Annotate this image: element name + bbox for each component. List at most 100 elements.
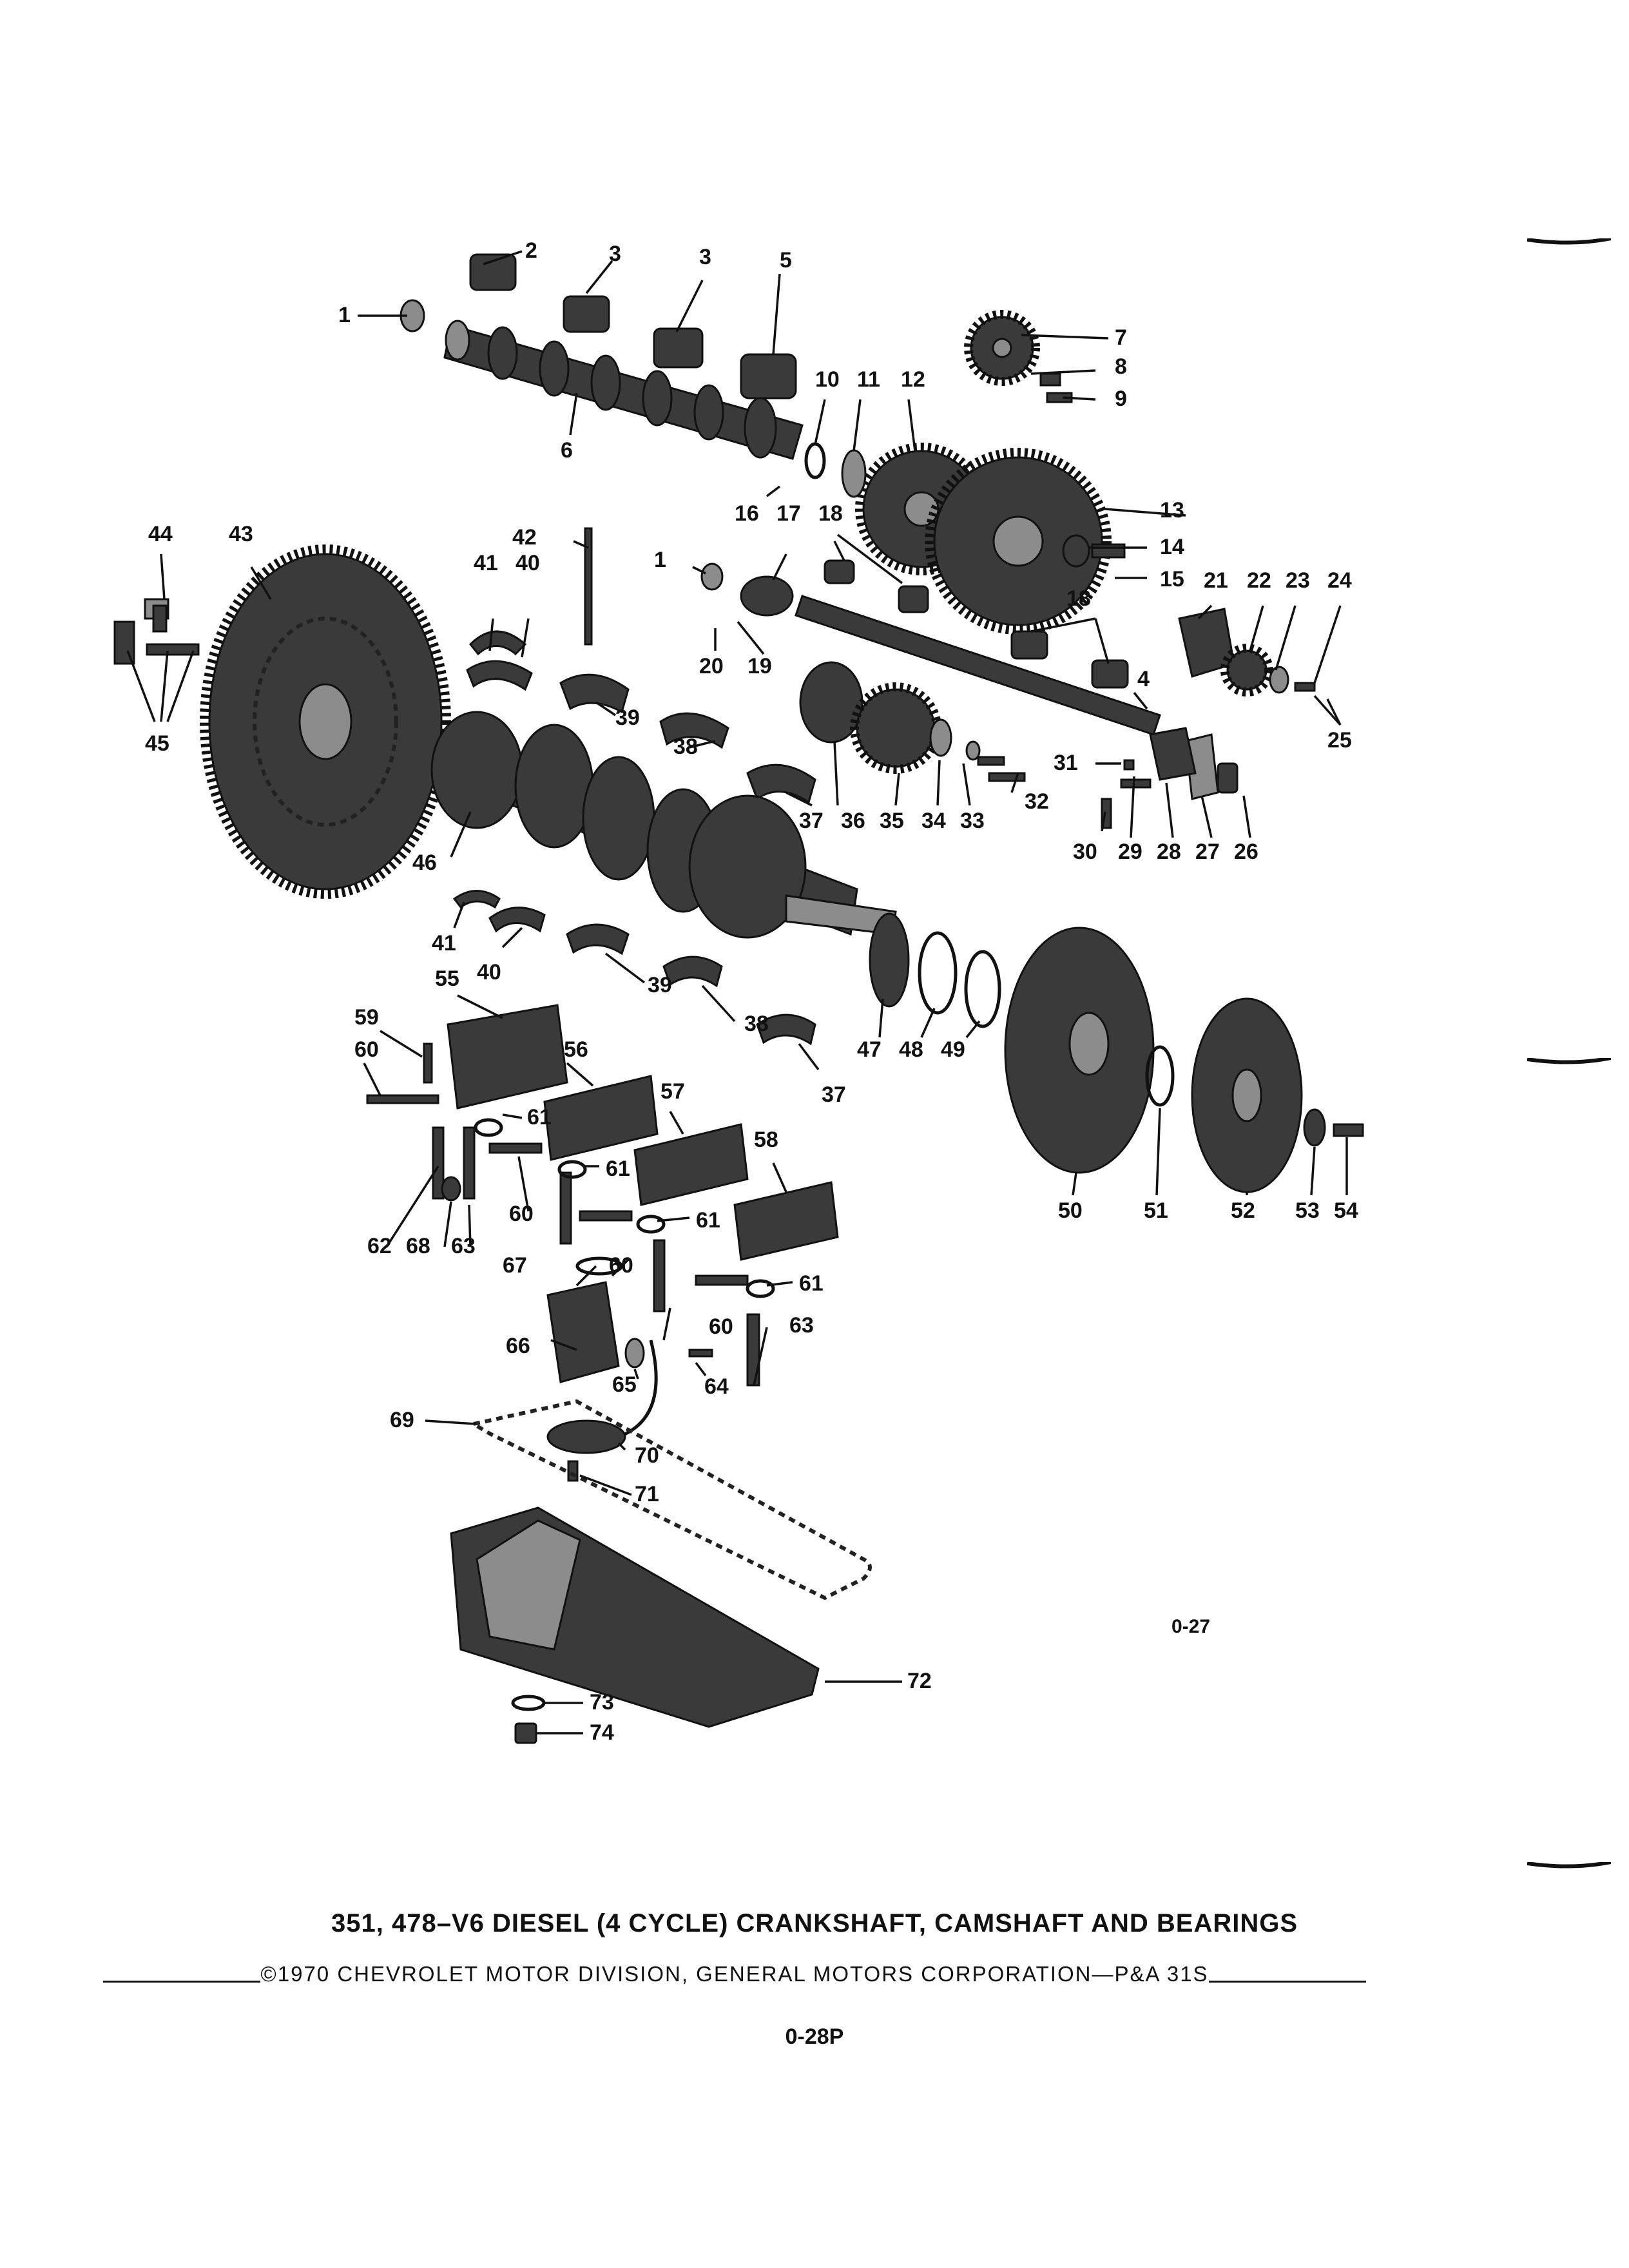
callout-41: 41	[474, 551, 498, 575]
callout-51: 51	[1144, 1198, 1168, 1223]
callout-67: 67	[503, 1253, 527, 1278]
copyright-text: ©1970 CHEVROLET MOTOR DIVISION, GENERAL …	[260, 1962, 1209, 1986]
callout-53: 53	[1295, 1198, 1320, 1223]
callout-3: 3	[699, 245, 711, 269]
callout-57: 57	[660, 1079, 685, 1104]
flywheel-bolts	[113, 598, 200, 665]
callout-61: 61	[799, 1271, 824, 1296]
callout-1: 1	[654, 548, 666, 572]
rule-right	[1208, 1980, 1366, 1983]
callout-22: 22	[1247, 568, 1271, 593]
callout-46: 46	[412, 850, 437, 875]
callout-17: 17	[776, 501, 801, 526]
callout-28: 28	[1157, 840, 1181, 864]
callout-59: 59	[354, 1005, 379, 1030]
callout-32: 32	[1025, 789, 1049, 814]
callout-29: 29	[1118, 840, 1142, 864]
callout-16: 16	[735, 501, 759, 526]
callout-69: 69	[390, 1408, 414, 1432]
callout-60: 60	[354, 1037, 379, 1062]
drain-plug	[511, 1695, 546, 1744]
callout-39: 39	[648, 973, 672, 997]
callout-64: 64	[704, 1374, 729, 1399]
callout-19: 19	[747, 654, 772, 678]
callout-62: 62	[367, 1234, 392, 1258]
callout-70: 70	[635, 1443, 659, 1468]
callout-60: 60	[509, 1202, 534, 1226]
callout-61: 61	[696, 1208, 720, 1233]
diagram-title: 351, 478–V6 DIESEL (4 CYCLE) CRANKSHAFT,…	[331, 1909, 1298, 1937]
callout-58: 58	[754, 1128, 778, 1152]
callout-71: 71	[635, 1482, 659, 1506]
callout-43: 43	[229, 522, 253, 546]
callout-31: 31	[1054, 751, 1078, 775]
callout-35: 35	[880, 809, 904, 833]
callout-66: 66	[506, 1334, 530, 1358]
callout-63: 63	[451, 1234, 476, 1258]
callout-49: 49	[941, 1037, 965, 1062]
callout-38: 38	[673, 735, 698, 759]
timing-gears	[804, 310, 1126, 635]
callout-74: 74	[590, 1720, 614, 1745]
callout-33: 33	[960, 809, 985, 833]
oil-pan	[450, 1506, 820, 1728]
camshaft	[443, 320, 804, 460]
edge-mark	[1527, 238, 1611, 245]
cap-bolts	[366, 1043, 775, 1387]
leader-lines	[126, 250, 1348, 1735]
callout-4: 4	[1137, 667, 1150, 691]
crank-pulley-group	[1004, 927, 1364, 1193]
callout-numbers: 1 2 3 3 5 6 7 8 9 10 11 12 13 14 15 16 1…	[145, 238, 1358, 1745]
callout-30: 30	[1073, 840, 1097, 864]
main-bearing-shells-lower	[452, 890, 816, 1046]
callout-68: 68	[406, 1234, 430, 1258]
callout-34: 34	[921, 809, 946, 833]
callout-54: 54	[1334, 1198, 1358, 1223]
camshaft-bearings	[400, 253, 797, 399]
callout-3: 3	[609, 242, 621, 266]
edge-mark	[1527, 1862, 1611, 1869]
rule-left	[103, 1980, 261, 1983]
callout-39: 39	[615, 706, 640, 730]
callout-60: 60	[609, 1253, 633, 1278]
figure-code: 0-27	[1171, 1616, 1211, 1637]
callout-12: 12	[901, 367, 925, 392]
callout-72: 72	[907, 1669, 932, 1693]
callout-48: 48	[899, 1037, 923, 1062]
callout-23: 23	[1286, 568, 1310, 593]
callout-42: 42	[512, 525, 537, 550]
callout-24: 24	[1327, 568, 1352, 593]
callout-6: 6	[561, 438, 573, 463]
callout-2: 2	[525, 238, 537, 263]
callout-5: 5	[780, 248, 792, 273]
callout-37: 37	[799, 809, 824, 833]
callout-13: 13	[1160, 498, 1184, 523]
callout-25: 25	[1327, 728, 1352, 753]
callout-63: 63	[789, 1313, 814, 1338]
callout-18: 18	[1066, 586, 1091, 611]
callout-14: 14	[1160, 535, 1184, 559]
callout-45: 45	[145, 731, 169, 756]
callout-20: 20	[699, 654, 724, 678]
edge-mark	[1527, 1058, 1611, 1064]
callout-38: 38	[744, 1012, 769, 1036]
crank-gear-and-seals	[869, 912, 1001, 1028]
callout-10: 10	[815, 367, 840, 392]
page-number: 0-28P	[785, 2024, 844, 2049]
main-bearing-caps	[447, 1004, 839, 1261]
callout-60: 60	[709, 1314, 733, 1339]
callout-61: 61	[606, 1157, 630, 1181]
oil-pump-drive	[1101, 608, 1316, 829]
oil-pickup	[546, 1340, 658, 1482]
callout-26: 26	[1234, 840, 1258, 864]
callout-21: 21	[1204, 568, 1228, 593]
callout-65: 65	[612, 1372, 637, 1397]
callout-11: 11	[857, 367, 880, 392]
callout-73: 73	[590, 1690, 614, 1715]
callout-56: 56	[564, 1037, 588, 1062]
callout-1: 1	[338, 303, 351, 327]
copyright-line: ©1970 CHEVROLET MOTOR DIVISION, GENERAL …	[103, 1962, 1366, 1986]
callout-41: 41	[432, 931, 456, 956]
dowel-pin	[584, 527, 593, 646]
